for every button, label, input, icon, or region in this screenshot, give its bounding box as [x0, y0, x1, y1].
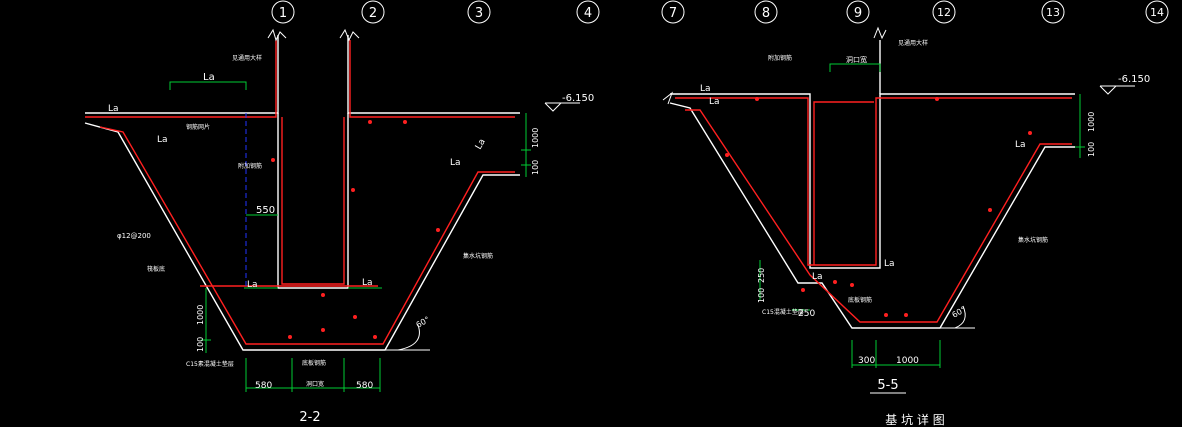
- section-title-right: 5-5: [877, 378, 898, 393]
- dim-top-right: 洞口宽: [846, 55, 867, 64]
- note-right: C15混凝土垫层: [762, 308, 804, 316]
- axis-bubble-7: [661, 0, 685, 24]
- dim-100-left: 100: [196, 337, 205, 352]
- dim-bottom: 580: [255, 381, 272, 391]
- axis-label-2: 2: [369, 6, 377, 21]
- elevation-symbol-right: [1099, 85, 1118, 95]
- rebar-inner-left: [85, 40, 277, 118]
- rebar-note: φ12@200: [117, 232, 151, 240]
- dim-1000-left: 1000: [196, 305, 205, 325]
- pit-outline-right: [669, 102, 1075, 329]
- dim-550: 550: [256, 205, 275, 216]
- dim-100-right: 100: [531, 160, 540, 175]
- rebar-inner-right: [349, 40, 515, 118]
- axis-bubble-14: [1145, 0, 1169, 24]
- elevation-symbol-left: [544, 102, 563, 112]
- pit-outline-left: [84, 122, 520, 351]
- note-left: 集水坑钢筋: [463, 252, 493, 260]
- break-mark-right-wall: [873, 26, 887, 40]
- la-label: La: [203, 72, 215, 83]
- axis-bubble-4: [576, 0, 600, 24]
- dim-bottom-right: 1000: [896, 356, 919, 366]
- axis-label-8: 8: [762, 6, 770, 21]
- break-mark-left: [267, 28, 287, 42]
- axis-bubbles: 1 2 3 4 7 8 9 12 13 14: [271, 0, 1169, 24]
- note-right: 底板钢筋: [848, 296, 872, 304]
- dim-100-right-b: 100: [1087, 142, 1096, 157]
- la-label: La: [474, 137, 488, 151]
- dim-bottom-right: 300: [858, 356, 875, 366]
- axis-bubble-8: [754, 0, 778, 24]
- axis-label-14: 14: [1150, 6, 1164, 19]
- dim-1000-right: 1000: [531, 128, 540, 148]
- axis-bubble-3: [467, 0, 491, 24]
- la-label: La: [362, 278, 373, 288]
- axis-label-1: 1: [279, 6, 287, 21]
- dim-1000-right-b: 1000: [1087, 112, 1096, 132]
- axis-bubble-12: [932, 0, 956, 24]
- break-mark-right: [339, 28, 360, 42]
- drawing-caption: 基 坑 详 图: [885, 412, 944, 427]
- axis-label-4: 4: [584, 6, 592, 21]
- axis-label-3: 3: [475, 6, 483, 21]
- elevation-label-left: -6.150: [562, 93, 594, 104]
- axis-label-9: 9: [854, 6, 862, 21]
- axis-label-13: 13: [1046, 6, 1060, 19]
- note-left: 底板钢筋: [302, 359, 326, 367]
- la-label: La: [812, 272, 823, 282]
- angle-label-left: 60°: [415, 315, 432, 330]
- la-label: La: [450, 158, 461, 168]
- note-right: 见通用大样: [898, 39, 928, 47]
- elevation-label-right: -6.150: [1118, 74, 1150, 85]
- dims-right: [759, 63, 1085, 368]
- note-left: 筏板底: [147, 265, 165, 273]
- dims-left: [169, 81, 531, 392]
- la-label: La: [1015, 140, 1026, 150]
- la-label: La: [247, 280, 258, 290]
- note-left: 见通用大样: [232, 54, 262, 62]
- rebar-dots-left: [271, 120, 440, 339]
- note-left: 附加钢筋: [238, 162, 262, 170]
- rebar-slope-right: [685, 109, 1072, 323]
- axis-label-12: 12: [937, 6, 951, 19]
- axis-bubble-13: [1041, 0, 1065, 24]
- dim-250-a: 250: [757, 268, 766, 283]
- wall-right-outer: [347, 35, 520, 114]
- inner-well: [277, 113, 349, 289]
- section-5-5: -6.150 La La La La La 洞口宽 1000 100 250 1…: [662, 26, 1150, 394]
- section-2-2: -6.150 La La La La La La La 550 1000: [84, 28, 594, 425]
- rebar-bottom-left: [99, 126, 515, 345]
- slab-top-left: [85, 35, 279, 114]
- dim-bottom: 580: [356, 381, 373, 391]
- axis-bubble-2: [361, 0, 385, 24]
- la-label: La: [709, 97, 720, 107]
- rebar-inner-right-well: [813, 101, 874, 265]
- la-label: La: [700, 84, 711, 94]
- section-title-left: 2-2: [299, 410, 320, 425]
- rebar-dots-right: [725, 97, 1032, 317]
- angle-arc-left: [397, 324, 420, 351]
- rebar-well: [281, 117, 345, 285]
- la-label: La: [157, 135, 168, 145]
- angle-arc-right: [954, 305, 966, 329]
- note-right: 集水坑钢筋: [1018, 236, 1048, 244]
- rebar-main-right: [675, 97, 1072, 266]
- dim-bottom: 洞口宽: [306, 380, 324, 388]
- axis-label-7: 7: [669, 6, 677, 21]
- slab-top-right: [670, 93, 1075, 269]
- note-left: 钢筋网片: [186, 123, 210, 131]
- axis-bubble-9: [846, 0, 870, 24]
- axis-bubble-1: [271, 0, 295, 24]
- la-label: La: [108, 104, 119, 114]
- dim-250-b: 250: [798, 309, 815, 319]
- dim-100-b: 100: [757, 288, 766, 303]
- note-left: C15素混凝土垫层: [186, 360, 234, 368]
- break-mark-right-slab: [662, 91, 674, 105]
- note-right: 附加钢筋: [768, 54, 792, 62]
- la-label: La: [884, 259, 895, 269]
